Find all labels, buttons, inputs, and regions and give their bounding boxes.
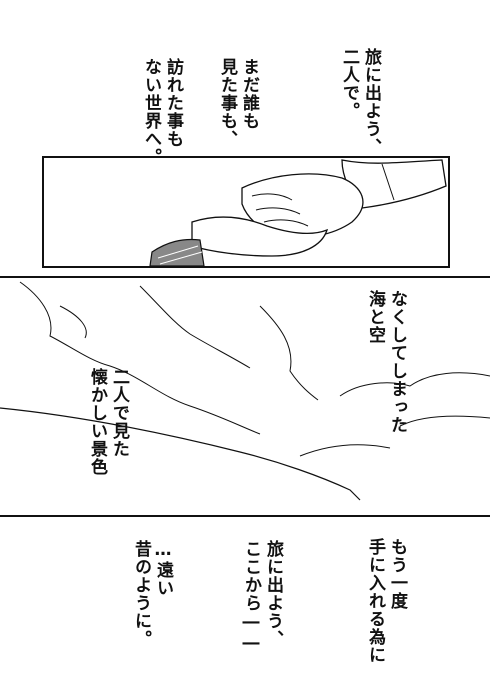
sky-sea-illustration — [0, 276, 490, 517]
caption-line: まだ誰も — [239, 58, 259, 130]
hands-panel — [42, 156, 450, 268]
caption-line: …遠い — [153, 540, 173, 597]
caption-line: 二人で。 — [339, 48, 359, 120]
caption-line: ここから―― — [241, 540, 261, 654]
caption-line: もう一度 — [387, 538, 407, 610]
caption-line: 懐かしい景色 — [87, 368, 107, 476]
caption-line: なくしてしまった — [387, 290, 407, 434]
caption-line: 二人で見た — [109, 368, 129, 458]
caption-line: 海と空 — [365, 290, 385, 344]
caption-line: ない世界へ。 — [141, 58, 161, 166]
caption-line: 訪れた事も — [163, 58, 183, 148]
caption-line: 見た事も、 — [217, 58, 237, 148]
hands-illustration — [42, 156, 450, 268]
caption-line: 旅に出よう、 — [361, 48, 381, 156]
caption-line: 手に入れる為に — [365, 538, 385, 664]
sky-sea-panel: なくしてしまった 海と空 二人で見た 懐かしい景色 — [0, 276, 490, 518]
caption-line: 昔のように。 — [131, 540, 151, 648]
caption-line: 旅に出よう、 — [263, 540, 283, 648]
